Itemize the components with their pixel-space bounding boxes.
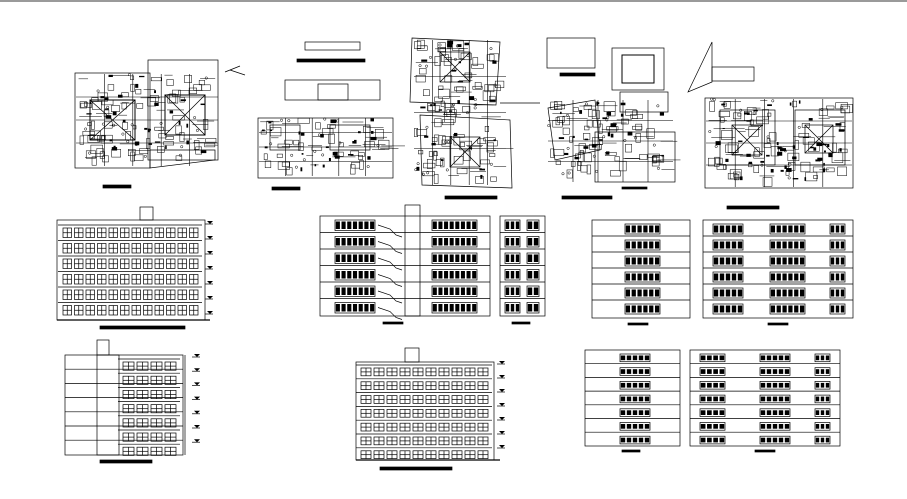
- section-d: [689, 349, 841, 453]
- stair-section: [319, 204, 491, 325]
- rear-section-b: [702, 219, 854, 326]
- stair-flight: [377, 257, 403, 271]
- wall-block: [619, 408, 651, 417]
- wall-block: [769, 223, 806, 235]
- wall-block: [829, 255, 846, 267]
- front-elevation: [56, 206, 213, 330]
- wall-block: [619, 422, 651, 431]
- rear-section-a: [591, 219, 691, 326]
- wall-block: [829, 239, 846, 251]
- wall-block: [334, 252, 376, 264]
- wall-block: [624, 223, 661, 235]
- wall-block: [619, 367, 651, 376]
- wall-block: [431, 302, 478, 314]
- wall-block: [526, 302, 540, 314]
- wall-block: [814, 408, 831, 417]
- plan-a: [74, 59, 246, 189]
- wall-block: [699, 394, 726, 404]
- plan-d: [546, 37, 755, 200]
- wall-block: [504, 236, 521, 248]
- wall-block: [769, 255, 806, 267]
- wall-block: [431, 285, 478, 297]
- wall-block: [712, 271, 744, 283]
- wall-block: [699, 381, 726, 390]
- wall-block: [814, 381, 831, 390]
- wall-block: [526, 236, 540, 248]
- wall-block: [759, 381, 791, 390]
- wall-block: [829, 271, 846, 283]
- wall-block: [699, 367, 726, 376]
- wall-block: [759, 408, 791, 417]
- wall-block: [504, 252, 521, 264]
- back-elevation: [355, 347, 505, 471]
- wall-block: [814, 367, 831, 376]
- wall-block: [431, 236, 478, 248]
- stair-flight: [377, 274, 403, 287]
- wall-block: [699, 408, 726, 417]
- wall-block: [759, 435, 791, 445]
- plan-e: [704, 97, 854, 210]
- side-elevation: [64, 339, 200, 464]
- wall-block: [814, 422, 831, 431]
- wall-block: [759, 367, 791, 376]
- wall-block: [814, 353, 831, 363]
- wall-block: [624, 255, 661, 267]
- wall-block: [526, 269, 540, 281]
- wall-block: [769, 303, 806, 315]
- wall-block: [334, 302, 376, 314]
- wall-block: [334, 236, 376, 248]
- wall-block: [334, 269, 376, 281]
- wall-block: [504, 285, 521, 297]
- wall-block: [624, 287, 661, 299]
- wall-block: [504, 269, 521, 281]
- wall-block: [829, 303, 846, 315]
- wall-block: [431, 252, 478, 264]
- wall-block: [624, 271, 661, 283]
- wall-block: [712, 223, 744, 235]
- wall-block: [431, 219, 478, 231]
- wall-block: [712, 303, 744, 315]
- wall-block: [504, 219, 521, 231]
- wall-block: [699, 435, 726, 445]
- sheet-top-border: [0, 0, 907, 2]
- stair-flight: [377, 241, 403, 254]
- wall-block: [769, 287, 806, 299]
- wall-block: [526, 285, 540, 297]
- stair-flight: [377, 290, 403, 304]
- wall-block: [829, 287, 846, 299]
- wall-block: [334, 285, 376, 297]
- wall-block: [712, 287, 744, 299]
- wall-block: [431, 269, 478, 281]
- wall-block: [759, 353, 791, 363]
- wall-block: [769, 271, 806, 283]
- wall-block: [526, 252, 540, 264]
- wall-block: [769, 239, 806, 251]
- wall-block: [526, 219, 540, 231]
- wall-block: [814, 394, 831, 404]
- wall-block: [619, 394, 651, 404]
- wall-block: [619, 435, 651, 445]
- wall-block: [624, 239, 661, 251]
- wall-block: [712, 239, 744, 251]
- wall-block: [619, 381, 651, 390]
- wall-block: [334, 219, 376, 231]
- wall-block: [759, 422, 791, 431]
- wall-block: [624, 303, 661, 315]
- wall-block: [712, 255, 744, 267]
- wall-block: [814, 435, 831, 445]
- plan-b: [257, 41, 405, 191]
- wall-block: [759, 394, 791, 404]
- wall-block: [699, 353, 726, 363]
- wall-block: [619, 353, 651, 363]
- plan-c: [409, 37, 540, 200]
- wall-block: [829, 223, 846, 235]
- side-section: [499, 215, 546, 325]
- stair-flight: [377, 224, 403, 238]
- wall-block: [504, 302, 521, 314]
- section-c: [584, 349, 681, 453]
- stair-flight: [377, 307, 403, 320]
- wall-block: [699, 422, 726, 431]
